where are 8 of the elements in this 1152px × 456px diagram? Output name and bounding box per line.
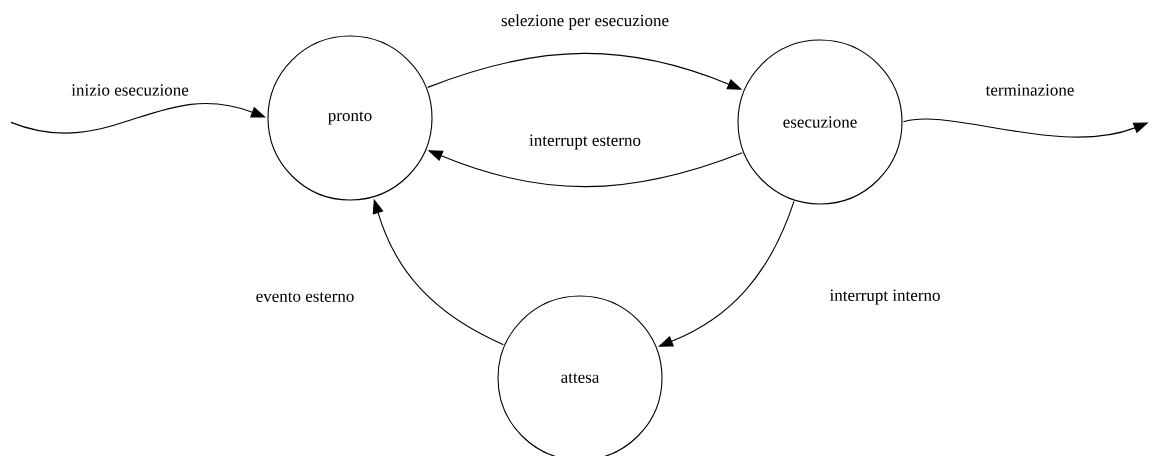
edge-label: terminazione bbox=[984, 83, 1076, 97]
edge-label: inizio esecuzione bbox=[70, 83, 190, 97]
arrow bbox=[10, 102, 266, 134]
arrow bbox=[658, 200, 795, 347]
edge-label: interrupt esterno bbox=[528, 133, 642, 151]
edge-label: interrupt interno bbox=[828, 288, 942, 306]
edge-label: evento esterno bbox=[254, 291, 356, 303]
edge-label: selezione per esecuzione bbox=[500, 13, 670, 31]
